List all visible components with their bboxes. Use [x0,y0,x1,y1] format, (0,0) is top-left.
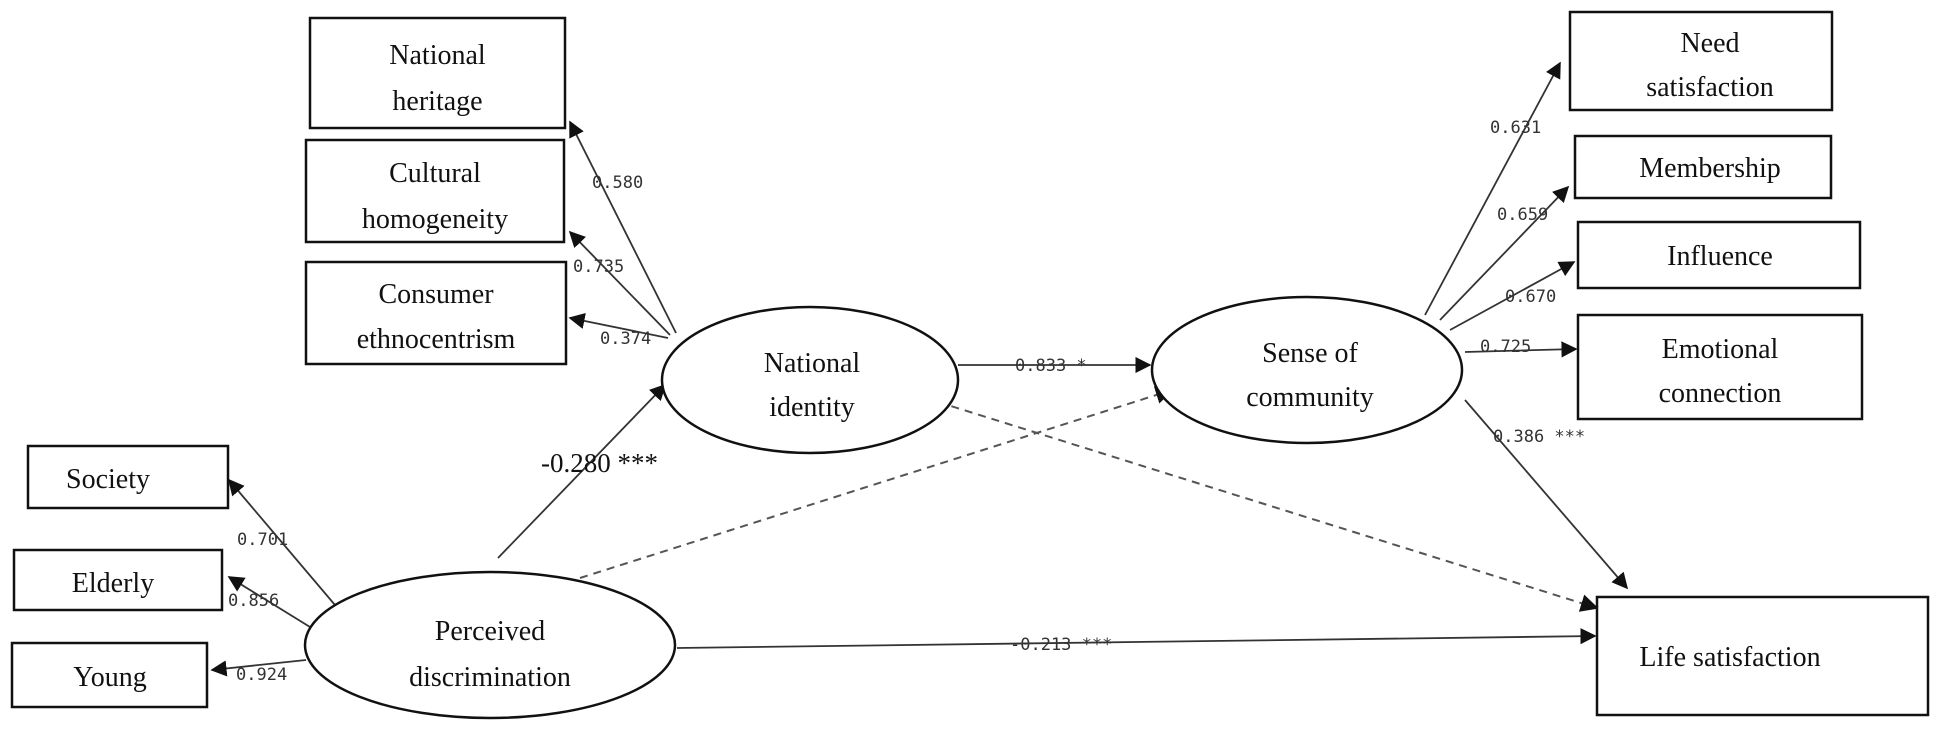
box-text: Emotional [1662,334,1779,365]
loading-label-cultural-homogeneity: 0.735 [573,257,624,277]
ellipse-text: Perceived [435,616,545,647]
path-label-ni-to-soc: 0.833 * [1015,356,1087,376]
loading-line-elderly [227,576,311,628]
ellipse-sense-of-community: Sense of community [1150,295,1464,445]
box-text: Elderly [72,568,154,599]
ellipse-text: Sense of [1262,338,1358,369]
box-consumer-ethnocentrism: Consumer ethnocentrism [304,260,568,366]
loading-label-consumer-ethnocentrism: 0.374 [600,329,651,349]
path-ni-to-ls-dashed [937,401,1599,612]
box-life-satisfaction: Life satisfaction [1595,595,1930,717]
box-emotional-connection: Emotional connection [1576,313,1864,421]
box-text: ethnocentrism [357,324,516,355]
box-influence: Influence [1576,220,1862,290]
box-young: Young [10,641,209,709]
loading-line-membership [1439,185,1570,321]
loading-line-need-satisfaction [1424,61,1561,316]
box-text: satisfaction [1646,72,1774,103]
loading-line-influence [1449,261,1576,331]
box-text: Need [1680,28,1739,59]
loading-line-cultural-homogeneity [568,230,671,336]
loading-line-emotional-connection [1464,341,1578,358]
loading-label-national-heritage: 0.580 [592,173,643,193]
box-need-satisfaction: Need satisfaction [1568,10,1834,112]
box-text: connection [1659,378,1782,409]
path-soc-to-ls [1464,399,1629,590]
box-society: Society [26,444,230,510]
loading-label-elderly: 0.856 [228,591,279,611]
box-membership: Membership [1573,134,1833,200]
loading-label-need-satisfaction: 0.631 [1490,118,1541,138]
loading-label-society: 0.701 [237,530,288,550]
box-text: Cultural [389,158,481,189]
path-pd-to-ni [497,383,667,559]
box-text: Consumer [378,279,494,310]
loading-label-membership: 0.659 [1497,205,1548,225]
box-national-heritage: National heritage [308,16,567,130]
box-text: National [389,40,486,71]
path-pd-to-ls [676,628,1597,649]
box-text: Young [73,662,146,693]
path-label-soc-to-ls: 0.386 *** [1493,427,1585,447]
ellipse-perceived-discrimination: Perceived discrimination [303,570,677,720]
ellipse-text: community [1246,382,1374,413]
path-pd-to-soc-dashed [579,386,1174,579]
box-text: heritage [392,86,482,117]
ellipse-text: National [764,348,861,379]
box-text: Influence [1667,241,1773,272]
loading-line-society [227,478,336,606]
box-cultural-homogeneity: Cultural homogeneity [304,138,566,244]
ellipse-text: discrimination [409,662,571,693]
loading-line-national-heritage [569,120,677,334]
box-text: homogeneity [362,204,508,235]
loading-label-emotional-connection: 0.725 [1480,337,1531,357]
loading-label-influence: 0.670 [1505,287,1556,307]
ellipse-national-identity: National identity [660,305,960,455]
loading-label-young: 0.924 [236,665,287,685]
box-text: Society [66,464,150,495]
box-text: Membership [1639,153,1781,184]
box-elderly: Elderly [12,548,224,612]
loading-line-consumer-ethnocentrism [568,312,669,339]
loading-line-young [210,659,307,677]
ellipse-text: identity [769,392,855,423]
box-text: Life satisfaction [1639,642,1820,673]
path-label-pd-to-ls: -0.213 *** [1010,635,1112,655]
path-label-pd-to-ni: -0.280 *** [541,448,658,478]
